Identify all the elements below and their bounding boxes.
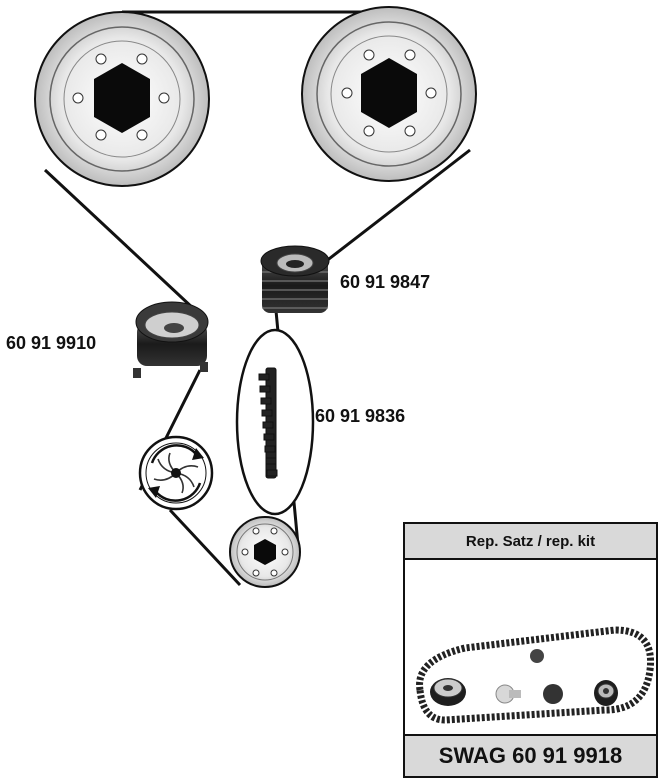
kit-tensioner [430,678,466,706]
kit-footer: SWAG 60 91 9918 [405,734,656,776]
crankshaft-pulley [229,516,301,588]
label-tensioner: 60 91 9910 [6,333,97,353]
label-belt: 60 91 9836 [315,406,406,426]
camshaft-pulley-left [34,11,210,187]
camshaft-pulley-right [301,6,477,182]
kit-water-pump [495,684,521,704]
idler-pulley [260,245,330,313]
kit-small-roller [530,649,544,663]
water-pump [138,435,214,511]
label-idler: 60 91 9847 [340,272,431,292]
kit-header: Rep. Satz / rep. kit [405,524,656,560]
timing-belt-detail [235,328,315,516]
kit-belt [416,626,655,724]
tensioner-pulley [133,301,209,378]
repair-kit-box: Rep. Satz / rep. kit SWAG 60 91 9918 [403,522,658,778]
kit-image [416,626,655,724]
kit-disc [543,684,563,704]
kit-idler [594,680,618,706]
